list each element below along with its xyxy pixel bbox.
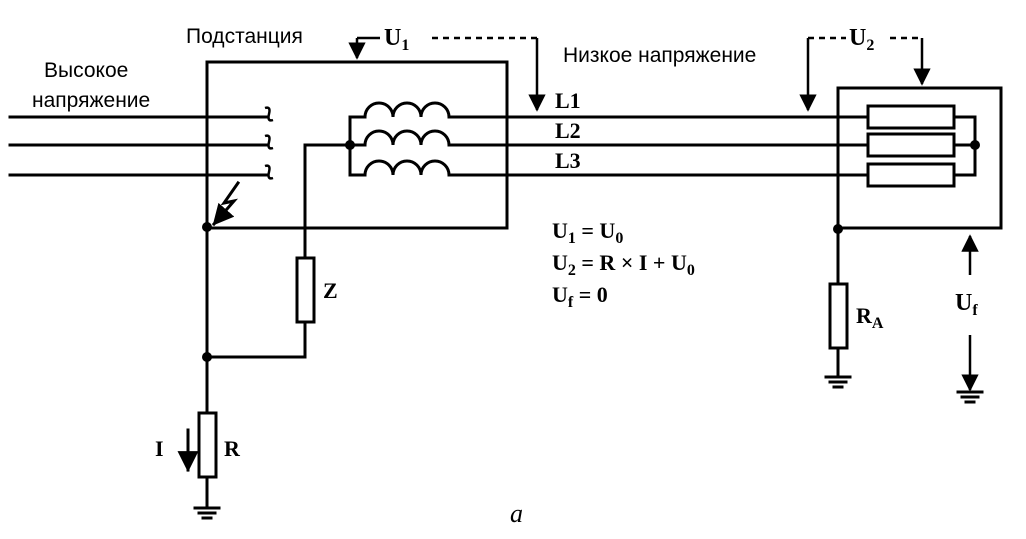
substation-label: Подстанция (186, 25, 303, 48)
line-label-l3: L3 (555, 148, 581, 173)
r-label: R (224, 436, 241, 461)
fault-lightning-icon (211, 180, 241, 227)
line-break-symbols (264, 106, 274, 180)
resistor-ra (828, 282, 849, 350)
high-voltage-label-1: Высокое (44, 59, 128, 82)
u2-arrows (799, 36, 931, 112)
neutral-path (205, 143, 352, 510)
ground-icon (193, 506, 221, 520)
equation-3: Uf = 0 (552, 282, 608, 311)
high-voltage-label-2: напряжение (32, 89, 150, 112)
equation-2: U2 = R × I + U0 (552, 250, 695, 279)
line-label-l1: L1 (555, 88, 581, 113)
impedance-z (295, 256, 316, 324)
z-label: Z (323, 278, 338, 303)
uf-arrows (956, 234, 984, 404)
equation-1: U1 = U0 (552, 218, 623, 247)
ra-label: RA (856, 303, 884, 332)
low-voltage-lines (447, 115, 870, 177)
uf-label: Uf (955, 290, 978, 319)
u1-arrows (348, 36, 546, 112)
ra-branch (824, 227, 852, 389)
consumer-enclosure (836, 86, 1003, 230)
u2-label: U2 (849, 25, 874, 54)
high-voltage-lines (8, 115, 270, 177)
transformer-coils (348, 101, 451, 177)
low-voltage-label: Низкое напряжение (563, 44, 756, 67)
current-label: I (155, 436, 164, 461)
resistor-r (197, 411, 218, 479)
figure-caption: a (510, 499, 523, 528)
u1-label: U1 (384, 25, 409, 54)
line-label-l2: L2 (555, 118, 581, 143)
